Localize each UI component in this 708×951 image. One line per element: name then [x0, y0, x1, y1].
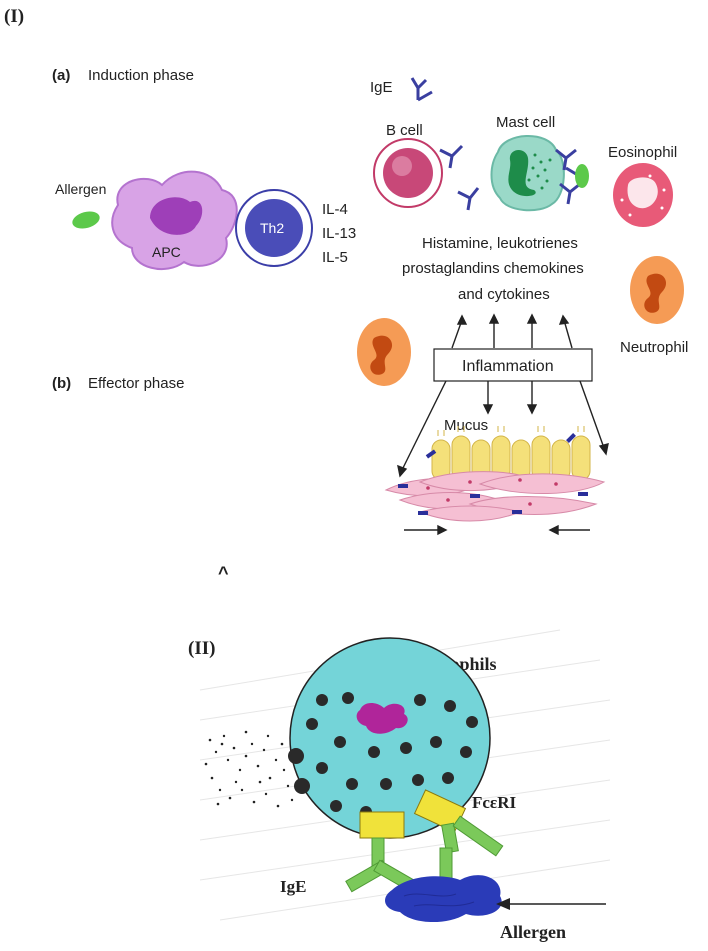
exocytosis-vesicle: [288, 748, 304, 764]
induction-title: Induction phase: [88, 67, 194, 84]
mediators-line-2: prostaglandins chemokines: [402, 260, 584, 277]
b-cell-ige-antibody-icon: [439, 144, 480, 211]
ige-antibody-icon: [410, 77, 433, 102]
panel1-label: (I): [4, 6, 24, 27]
ige-label: IgE: [370, 79, 393, 96]
inflammation-box: [433, 348, 593, 382]
th2-label: Th2: [260, 220, 284, 236]
airway-epithelium: [425, 426, 591, 481]
fcepsilonri-receptor: [359, 811, 405, 839]
mast-cell-label: Mast cell: [496, 114, 555, 131]
mast-cell-allergen: [575, 164, 589, 188]
effector-title: Effector phase: [88, 375, 184, 392]
stray-caret: ^: [218, 563, 229, 583]
allergen-blob: [385, 875, 502, 923]
ige-label-panel2: IgE: [280, 877, 306, 896]
th2-cell: [245, 199, 303, 257]
allergen-label-panel2: Allergen: [500, 922, 566, 942]
mucus-label: Mucus: [444, 417, 488, 434]
cytokine-il13: IL-13: [322, 225, 356, 242]
mediators-line-1: Histamine, leukotrienes: [422, 235, 578, 252]
receptor-label: FcεRI: [472, 793, 516, 812]
apc-nucleus: [150, 197, 203, 235]
apc-label: APC: [152, 244, 181, 260]
neutrophil-label: Neutrophil: [620, 339, 688, 356]
mast-cell-nucleus: [508, 149, 536, 197]
mediator-arrows: [451, 313, 573, 349]
allergen-label: Allergen: [55, 181, 106, 197]
panel2-label: (II): [188, 638, 215, 659]
airway-tissue: [384, 471, 606, 522]
effector-letter: (b): [52, 375, 71, 392]
mediators-line-3: and cytokines: [458, 286, 550, 303]
allergen-arrow: [496, 898, 606, 910]
mast-cell-granules: [527, 153, 552, 190]
neutrophil-nucleus: [644, 273, 667, 313]
neutrophil-left-nucleus: [370, 335, 393, 375]
mast-cell-basophil-nucleus: [356, 703, 408, 734]
cytokine-il4: IL-4: [322, 201, 348, 218]
b-cell-label: B cell: [386, 122, 423, 139]
allergen-particle: [72, 211, 100, 229]
b-cell-highlight: [392, 156, 412, 176]
effector-arrows: [397, 380, 609, 478]
mast-cell: [490, 135, 565, 212]
degranulation-particles: [204, 730, 294, 808]
exocytosis-vesicle: [294, 778, 310, 794]
mast-cell-basophil-granules: [290, 692, 478, 818]
cytokine-il5: IL-5: [322, 249, 348, 266]
induction-letter: (a): [52, 67, 70, 84]
eosinophil-nucleus: [627, 177, 658, 209]
eosinophil-label: Eosinophil: [608, 144, 677, 161]
eosinophil-granules: [620, 174, 666, 217]
inflammation-label: Inflammation: [462, 358, 554, 375]
constriction-arrows: [404, 524, 590, 536]
